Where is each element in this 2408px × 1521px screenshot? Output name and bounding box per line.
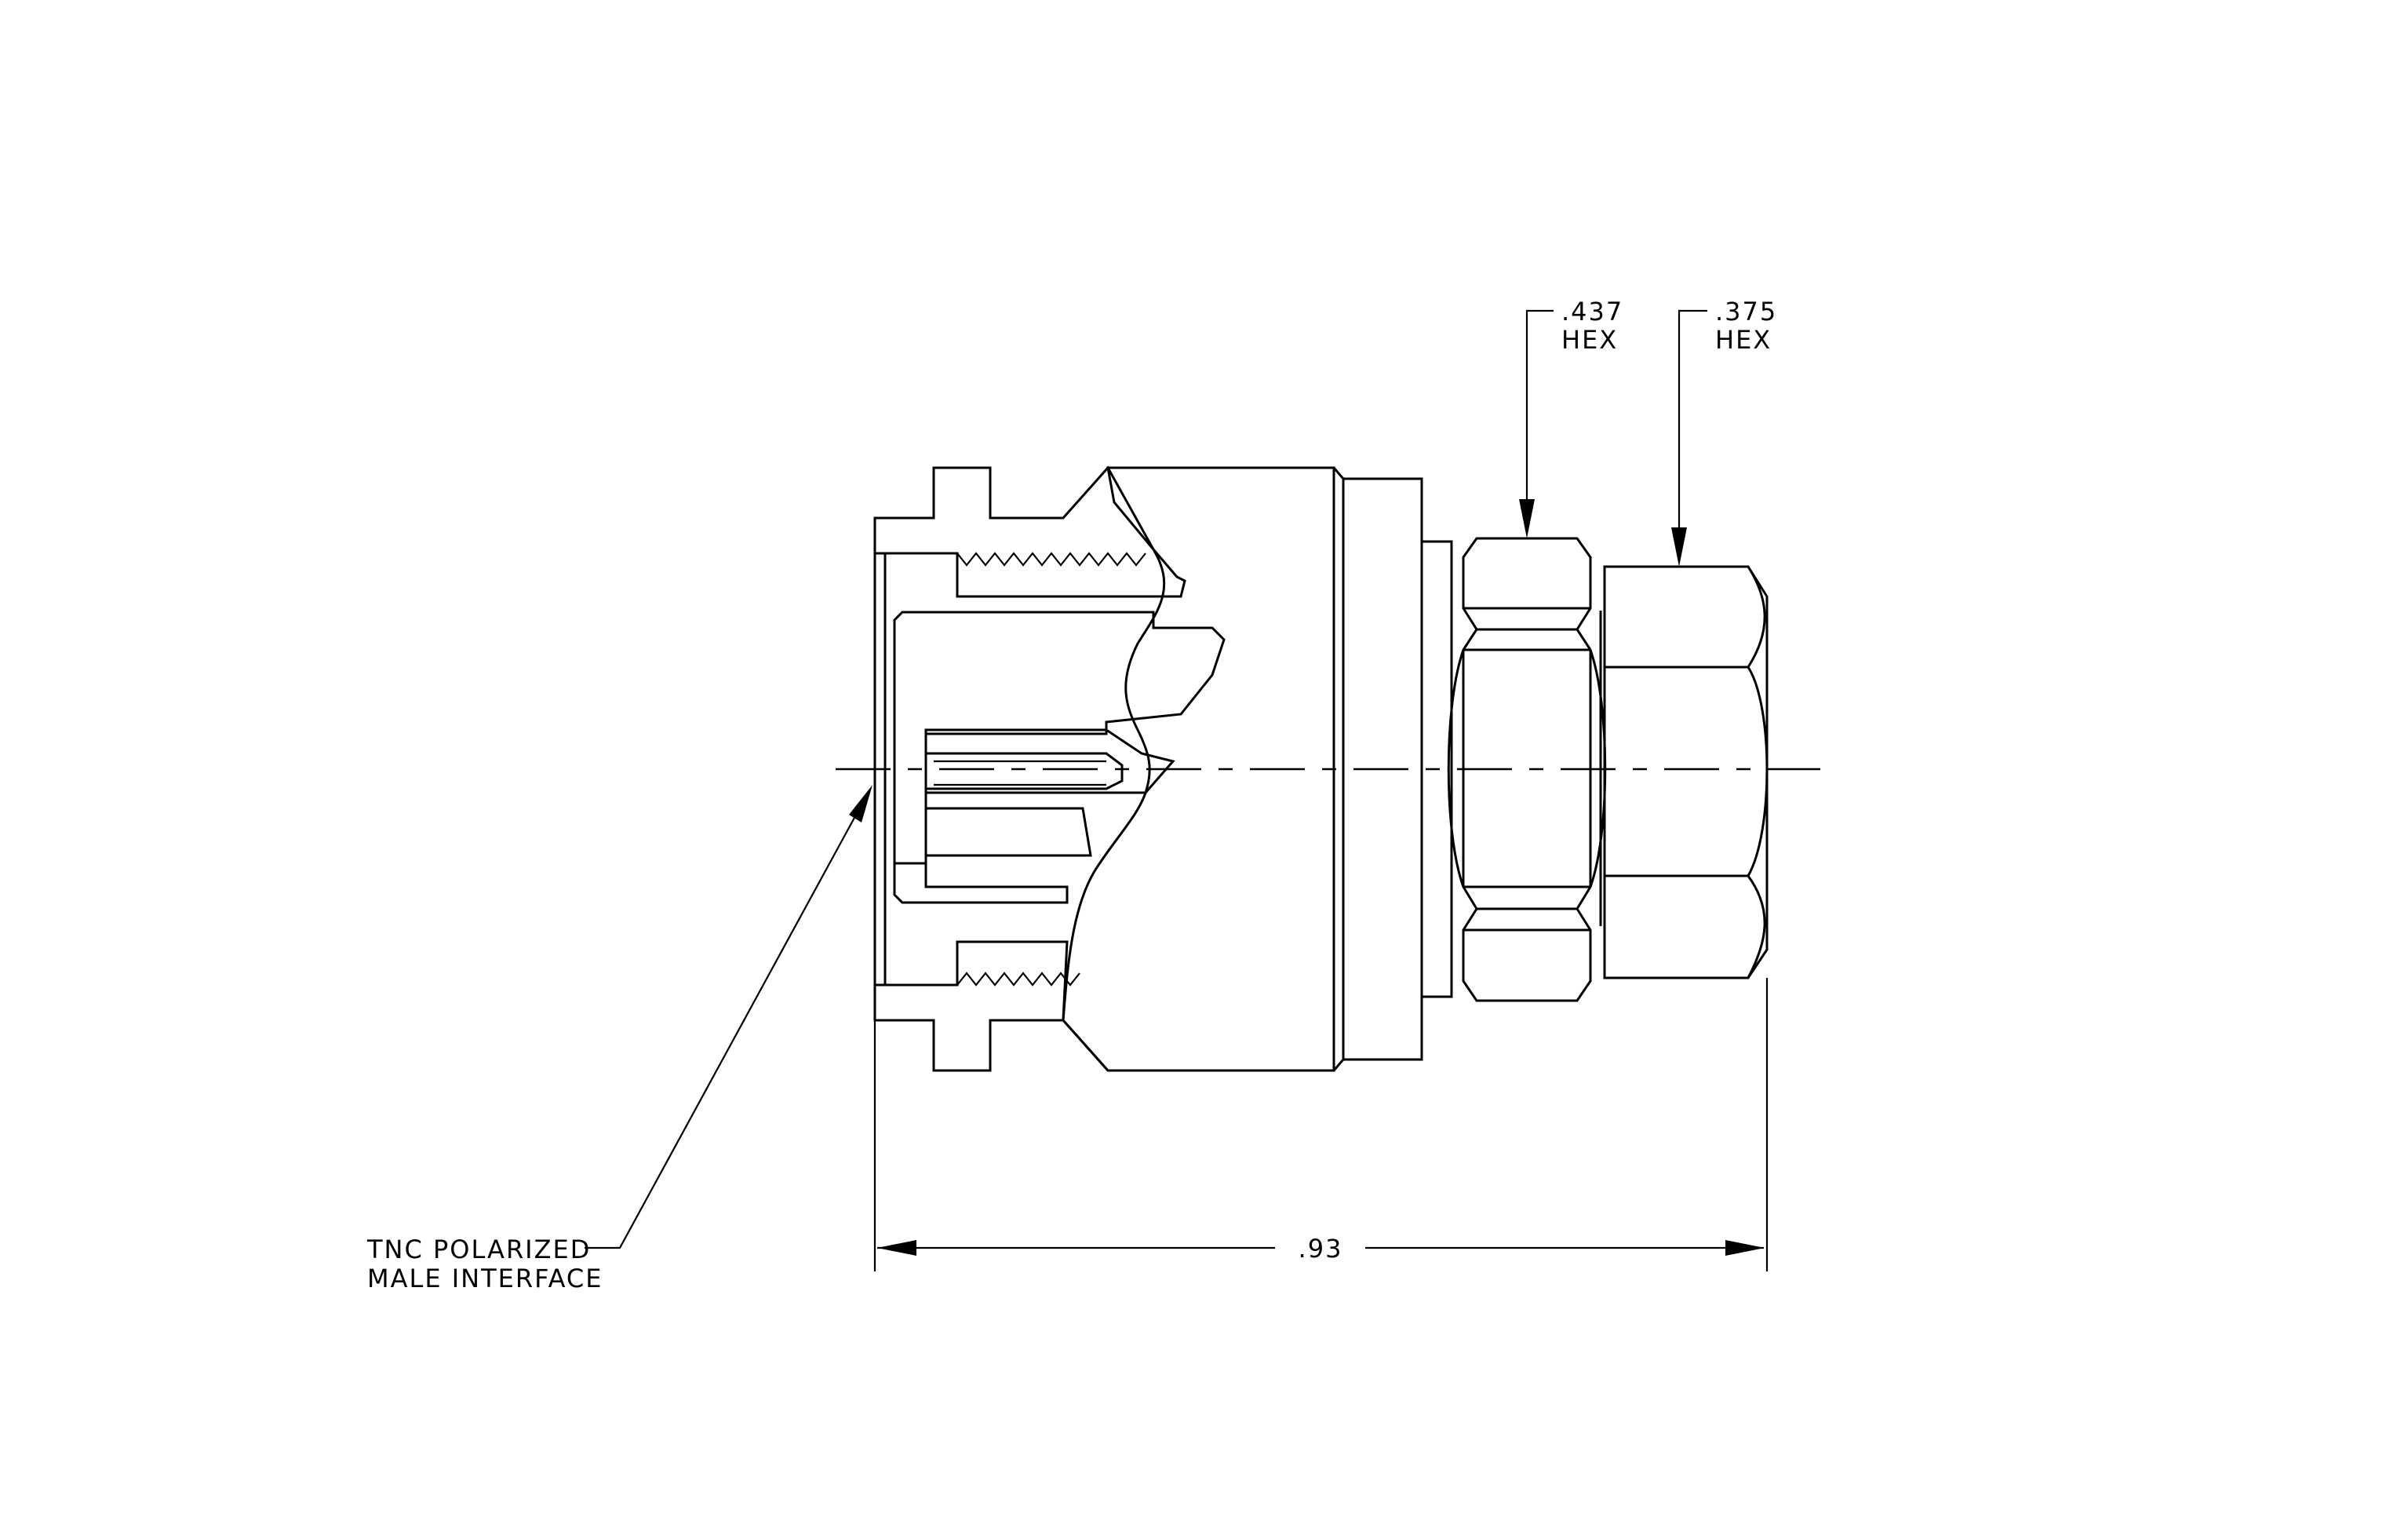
- overall-dimension: .93: [877, 1234, 1765, 1264]
- interface-label-line1: TNC POLARIZED: [366, 1235, 591, 1264]
- interface-callout: TNC POLARIZED MALE INTERFACE: [366, 785, 872, 1293]
- overall-length-label: .93: [1299, 1234, 1343, 1264]
- hex-large-label: HEX: [1561, 325, 1618, 355]
- hex-nut-small: [1603, 565, 1769, 979]
- hex-nut-large: [1447, 537, 1607, 1002]
- hex-small-size: .375: [1715, 297, 1777, 326]
- body-ring: [1332, 467, 1453, 1071]
- hex-small-callout: .375 HEX: [1671, 297, 1777, 567]
- knurled-coupling-nut: [1062, 466, 1335, 1072]
- hex-large-callout: .437 HEX: [1519, 297, 1623, 538]
- extension-lines: [873, 978, 1769, 1271]
- interface-label-line2: MALE INTERFACE: [367, 1264, 603, 1293]
- hex-small-label: HEX: [1715, 325, 1772, 355]
- hex-large-size: .437: [1561, 297, 1623, 326]
